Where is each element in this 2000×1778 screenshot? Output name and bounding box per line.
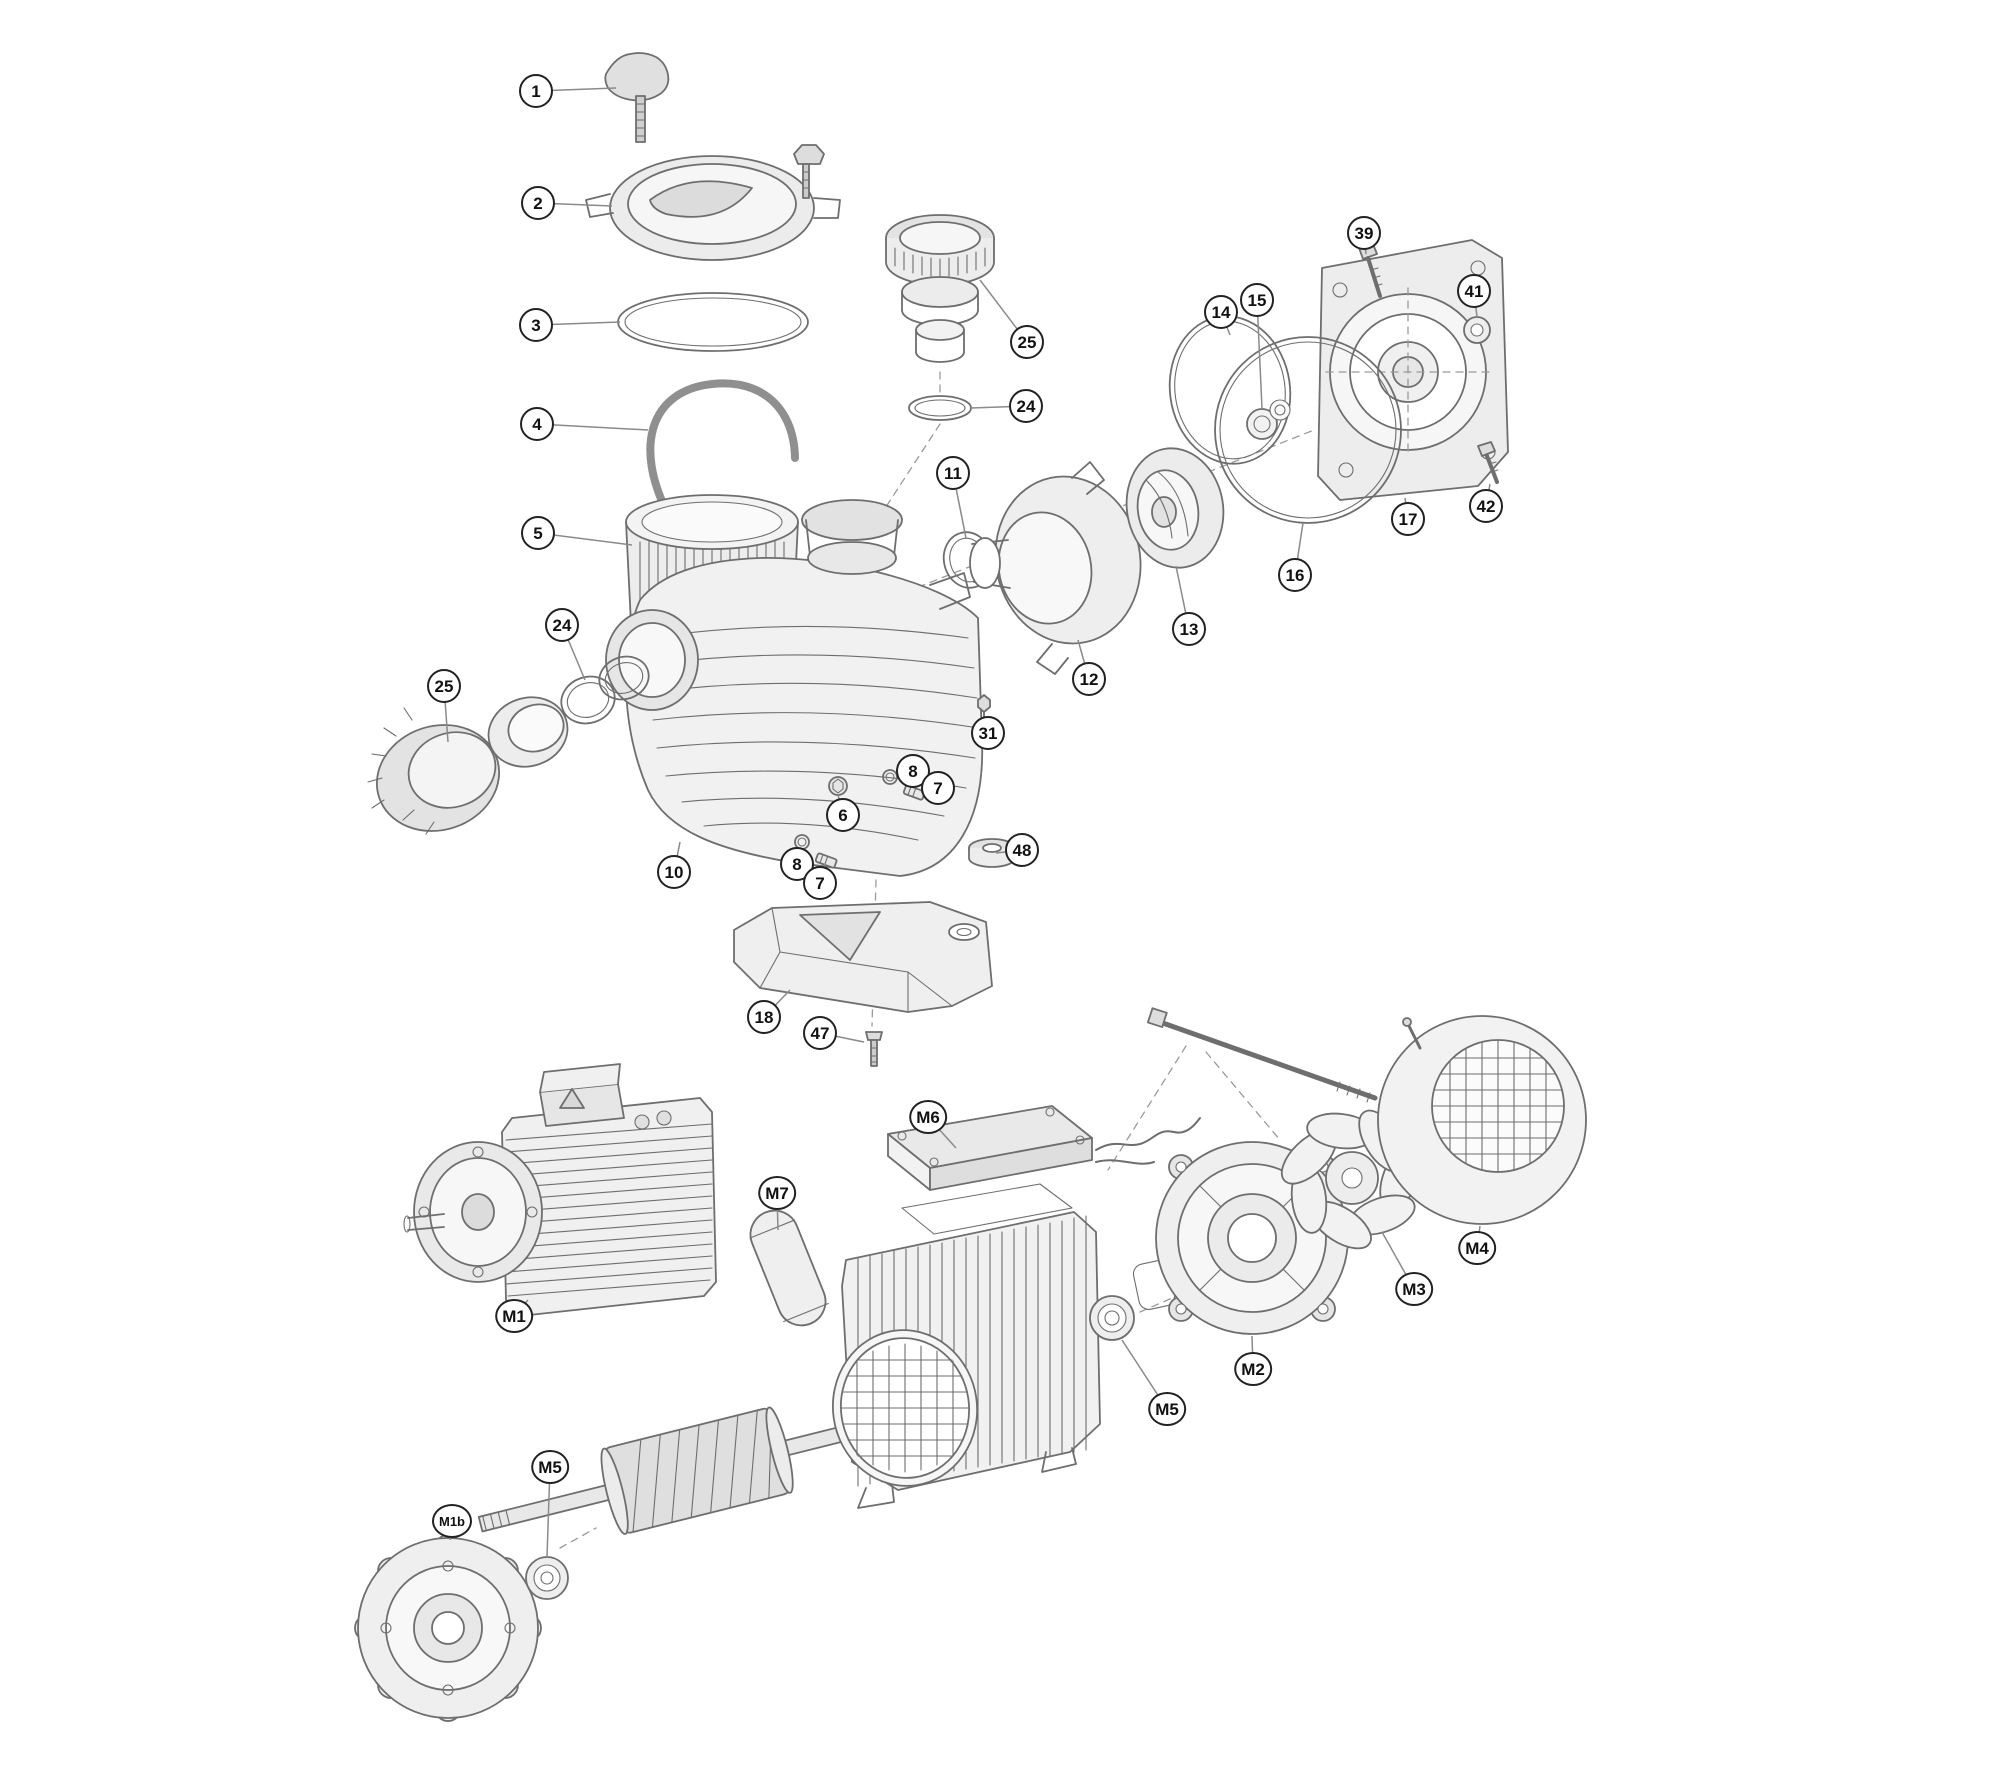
mechanical-seal-drawing — [1246, 399, 1291, 440]
lid-drawing — [585, 144, 841, 261]
callout-6: 6 — [826, 798, 860, 832]
end-shield-drawing — [1155, 1141, 1349, 1335]
callout-47: 47 — [803, 1016, 837, 1050]
callout-48: 48 — [1005, 833, 1039, 867]
callout-15: 15 — [1240, 283, 1274, 317]
capacitor-drawing — [749, 1209, 829, 1327]
base-screw-drawing — [865, 1031, 883, 1067]
callout-13: 13 — [1172, 612, 1206, 646]
callout-11: 11 — [936, 456, 970, 490]
callout-m5-2: M5 — [1148, 1392, 1186, 1426]
motor-flange-drawing — [354, 1534, 542, 1722]
union-top-drawing — [885, 214, 995, 363]
fan-cover-drawing — [1377, 1015, 1587, 1225]
callout-5: 5 — [521, 516, 555, 550]
callout-39: 39 — [1347, 216, 1381, 250]
bracket-screw-lower-drawing — [1477, 441, 1499, 484]
callout-41: 41 — [1457, 274, 1491, 308]
diffuser-drawing — [969, 461, 1142, 675]
callout-1: 1 — [519, 74, 553, 108]
callout-16: 16 — [1278, 558, 1312, 592]
bracket-drawing — [1317, 239, 1509, 501]
callout-17: 17 — [1391, 502, 1425, 536]
callout-14: 14 — [1204, 295, 1238, 329]
stator-drawing — [831, 1211, 1101, 1509]
callout-m7: M7 — [758, 1176, 796, 1210]
terminal-box-drawing — [887, 1105, 1201, 1235]
pump-housing-drawing — [605, 499, 984, 877]
lid-knob-drawing — [604, 52, 670, 143]
callout-18: 18 — [747, 1000, 781, 1034]
callout-m1b: M1b — [432, 1504, 472, 1538]
leader-line-4 — [536, 423, 649, 431]
union-left-drawing — [367, 655, 650, 835]
callout-2: 2 — [521, 186, 555, 220]
callout-m5: M5 — [531, 1450, 569, 1484]
callout-m4: M4 — [1458, 1231, 1496, 1265]
callout-24: 24 — [545, 608, 579, 642]
tie-bolt-drawing — [1146, 1007, 1422, 1103]
callout-7: 7 — [921, 771, 955, 805]
motor-complete-drawing — [403, 1063, 717, 1317]
callout-24-2: 24 — [1009, 389, 1043, 423]
callout-m6: M6 — [909, 1100, 947, 1134]
callout-m2: M2 — [1234, 1352, 1272, 1386]
leader-line-15 — [1256, 299, 1263, 409]
callout-7-2: 7 — [803, 866, 837, 900]
rotor-shaft-drawing — [477, 1406, 920, 1535]
callout-31: 31 — [971, 716, 1005, 750]
impeller-drawing — [1125, 447, 1225, 569]
callout-m3: M3 — [1395, 1272, 1433, 1306]
housing-oring-drawing — [1214, 336, 1402, 524]
callout-25: 25 — [427, 669, 461, 703]
callout-4: 4 — [520, 407, 554, 441]
base-support-drawing — [733, 901, 993, 1013]
callout-10: 10 — [657, 855, 691, 889]
callout-12: 12 — [1072, 662, 1106, 696]
callout-3: 3 — [519, 308, 553, 342]
callout-25-2: 25 — [1010, 325, 1044, 359]
callout-8: 8 — [896, 754, 930, 788]
callout-m1: M1 — [495, 1299, 533, 1333]
callout-42: 42 — [1469, 489, 1503, 523]
